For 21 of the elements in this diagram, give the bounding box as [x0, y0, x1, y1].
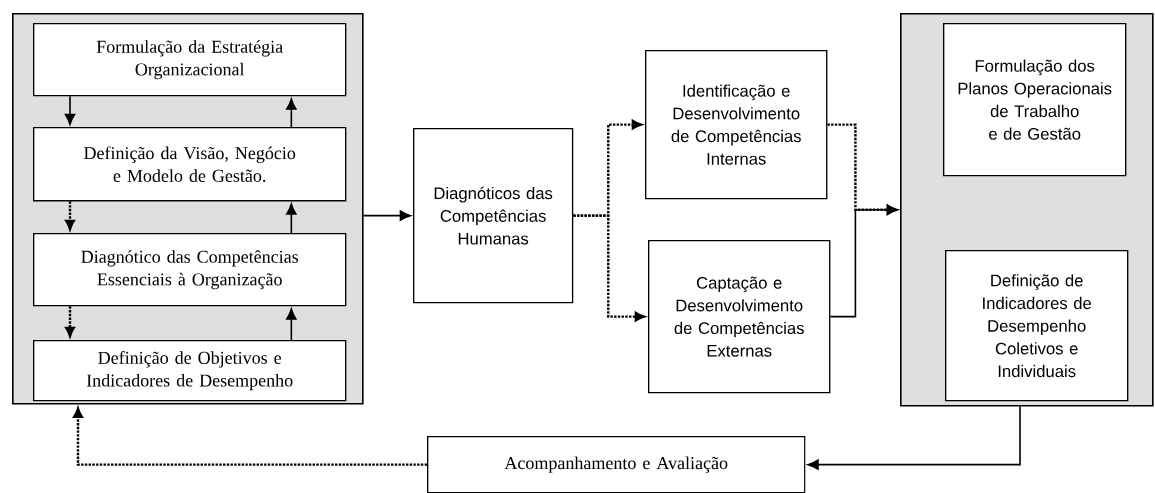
process-box: Definição de Indicadores de Desempenho Coletivos e Individuais [945, 250, 1129, 402]
process-box: Captação e Desenvolvimento de Competências Externas [648, 240, 831, 394]
arrow [65, 201, 75, 231]
arrow [286, 203, 297, 234]
arrow [73, 407, 427, 466]
arrow [829, 204, 899, 318]
arrow [362, 210, 412, 221]
arrow [286, 308, 297, 341]
process-box: Diagnótico das Competências Essenciais à Organização [33, 233, 347, 307]
process-box: Formulação dos Planos Operacionais de Trabalho e de Gestão [943, 23, 1127, 177]
arrow [286, 98, 297, 128]
process-box: Definição da Visão, Negócio e Modelo de Gestão. [33, 127, 347, 202]
process-box: Acompanhamento e Avaliação [427, 436, 806, 493]
process-box: Identificação e Desenvolvimento de Competências Internas [645, 50, 828, 200]
arrow [807, 405, 1021, 470]
arrow [65, 306, 75, 338]
arrow [64, 95, 76, 125]
process-box: Definição de Objetivos e Indicadores de Desempenho [33, 340, 347, 402]
process-box: Formulação da Estratégia Organizacional [33, 23, 347, 97]
arrow [573, 214, 646, 322]
process-box: Diagnóticos das Competências Humanas [413, 128, 574, 304]
